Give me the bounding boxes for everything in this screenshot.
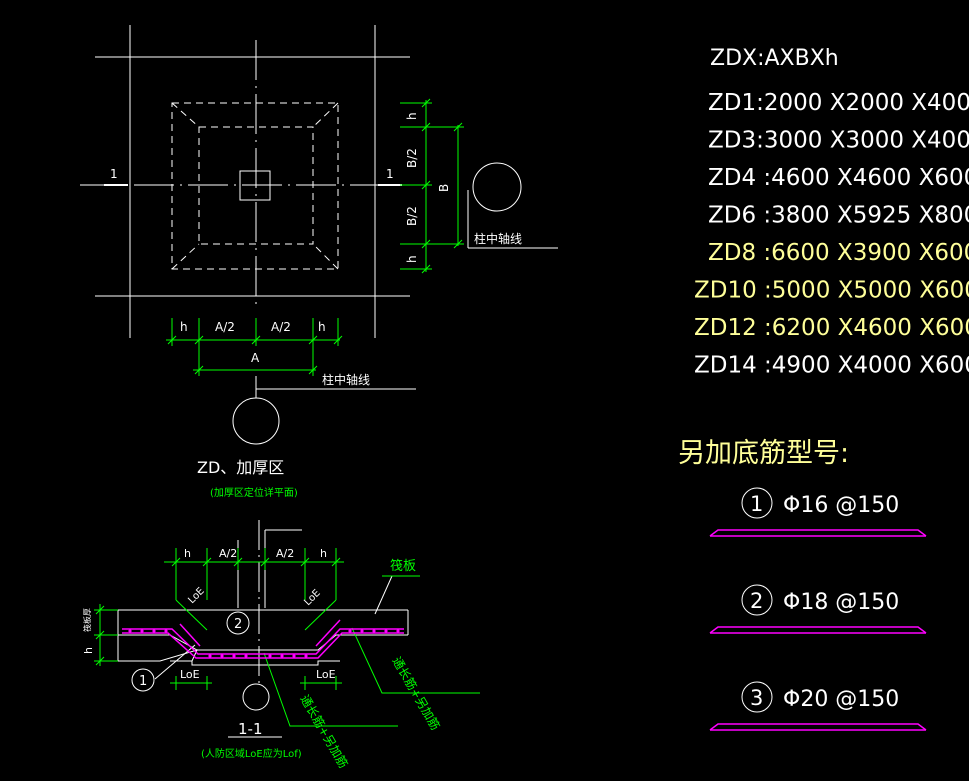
section-dim-h-right: h bbox=[320, 547, 327, 560]
thickened-bottom bbox=[170, 660, 340, 666]
rebar-number-circle bbox=[741, 681, 773, 713]
pad-corner bbox=[312, 243, 339, 270]
rebar-bar-line bbox=[709, 529, 927, 537]
dim-bottom-total: A bbox=[251, 351, 260, 365]
spec-row: ZD10 :5000 X5000 X600 bbox=[694, 278, 969, 304]
rebar-number: 1 bbox=[750, 492, 763, 516]
spec-row: ZD3:3000 X3000 X400 bbox=[708, 128, 969, 154]
section-raft-label: 筏板 bbox=[390, 558, 416, 574]
rebar-bar-line bbox=[709, 626, 927, 634]
axis-label-bottom: 柱中轴线 bbox=[322, 372, 370, 387]
section-loe-bottom-right: LoE bbox=[316, 668, 336, 681]
rebar-spec: Φ16 @150 bbox=[783, 493, 899, 518]
spec-row: ZD6 :3800 X5925 X800 bbox=[708, 203, 969, 229]
section-marker-2 bbox=[226, 611, 250, 635]
spec-row: ZD8 :6600 X3900 X600 bbox=[708, 240, 969, 266]
dim-bottom-h-left: h bbox=[180, 320, 188, 334]
dim-bottom-h-right: h bbox=[318, 320, 326, 334]
rebar-layer bbox=[122, 619, 404, 659]
section-slab-label: 筏板厚 bbox=[82, 608, 92, 632]
dim-bottom-a2-right: A/2 bbox=[271, 320, 291, 334]
dim-right-b2-bottom: B/2 bbox=[405, 206, 419, 226]
plan-subtitle: (加厚区定位详平面) bbox=[210, 486, 298, 499]
slab-bottom bbox=[118, 649, 198, 662]
section-dim-h-left: h bbox=[184, 547, 191, 560]
dim-right-h-bottom: h bbox=[405, 255, 419, 263]
leader-raft bbox=[374, 575, 393, 615]
plan-view bbox=[80, 25, 420, 338]
section-title: 1-1 bbox=[238, 720, 263, 738]
spec-row: ZD4 :4600 X4600 X600 bbox=[708, 165, 969, 191]
spec-header: ZDX:AXBXh bbox=[710, 46, 839, 71]
thickened-zone bbox=[118, 634, 408, 651]
section-h-label: h bbox=[82, 647, 95, 654]
dim-right-h-top: h bbox=[405, 112, 419, 120]
rebar-number: 3 bbox=[750, 686, 763, 710]
section-marker-1-label: 1 bbox=[139, 674, 147, 689]
section-loe-bottom-left: LoE bbox=[180, 668, 200, 681]
section-mark-right: 1 bbox=[386, 167, 394, 181]
dim-right-total: B bbox=[437, 184, 451, 192]
pad-corner bbox=[171, 243, 200, 270]
dim-right-b2-top: B/2 bbox=[405, 148, 419, 168]
rebar-title: 另加底筋型号: bbox=[678, 438, 849, 469]
section-marker-1 bbox=[131, 668, 155, 692]
rebar-spec: Φ18 @150 bbox=[783, 590, 899, 615]
rebar-bar-line bbox=[709, 723, 927, 731]
plan-title: ZD、加厚区 bbox=[197, 458, 284, 477]
rebar-number-circle bbox=[741, 584, 773, 616]
axis-bubble-right bbox=[472, 162, 522, 212]
rebar-list: 1 Φ16 @150 2 Φ18 @150 3 Φ20 @150 bbox=[709, 487, 927, 731]
rebar-spec: Φ20 @150 bbox=[783, 687, 899, 712]
section-dim-a2-right: A/2 bbox=[276, 547, 294, 560]
rebar-dots bbox=[128, 629, 400, 658]
axis-label-right: 柱中轴线 bbox=[474, 231, 522, 246]
section-marker-2-label: 2 bbox=[234, 617, 242, 632]
pad-corner bbox=[312, 102, 339, 128]
rebar-number: 2 bbox=[750, 589, 763, 613]
spec-row: ZD1:2000 X2000 X400 bbox=[708, 90, 969, 116]
section-axis-bubble bbox=[242, 683, 270, 711]
pad-outer bbox=[171, 102, 339, 270]
spec-row: ZD14 :4900 X4000 X600 bbox=[694, 353, 969, 379]
pad-inner bbox=[198, 126, 314, 245]
dim-bottom-a2-left: A/2 bbox=[215, 320, 235, 334]
axis-bubble-bottom bbox=[232, 397, 280, 445]
dim-chain-right bbox=[400, 98, 464, 274]
section-mark-left: 1 bbox=[110, 167, 118, 181]
rebar-number-circle bbox=[741, 487, 773, 519]
spec-row: ZD12 :6200 X4600 X600 bbox=[694, 315, 969, 341]
dim-chain-bottom bbox=[166, 318, 343, 376]
section-dim-chain bbox=[94, 548, 480, 727]
column bbox=[239, 170, 271, 201]
pad-corner bbox=[171, 102, 200, 128]
section-dim-a2-left: A/2 bbox=[219, 547, 237, 560]
section-subtitle: (人防区域LoE应为Lof) bbox=[201, 747, 302, 760]
